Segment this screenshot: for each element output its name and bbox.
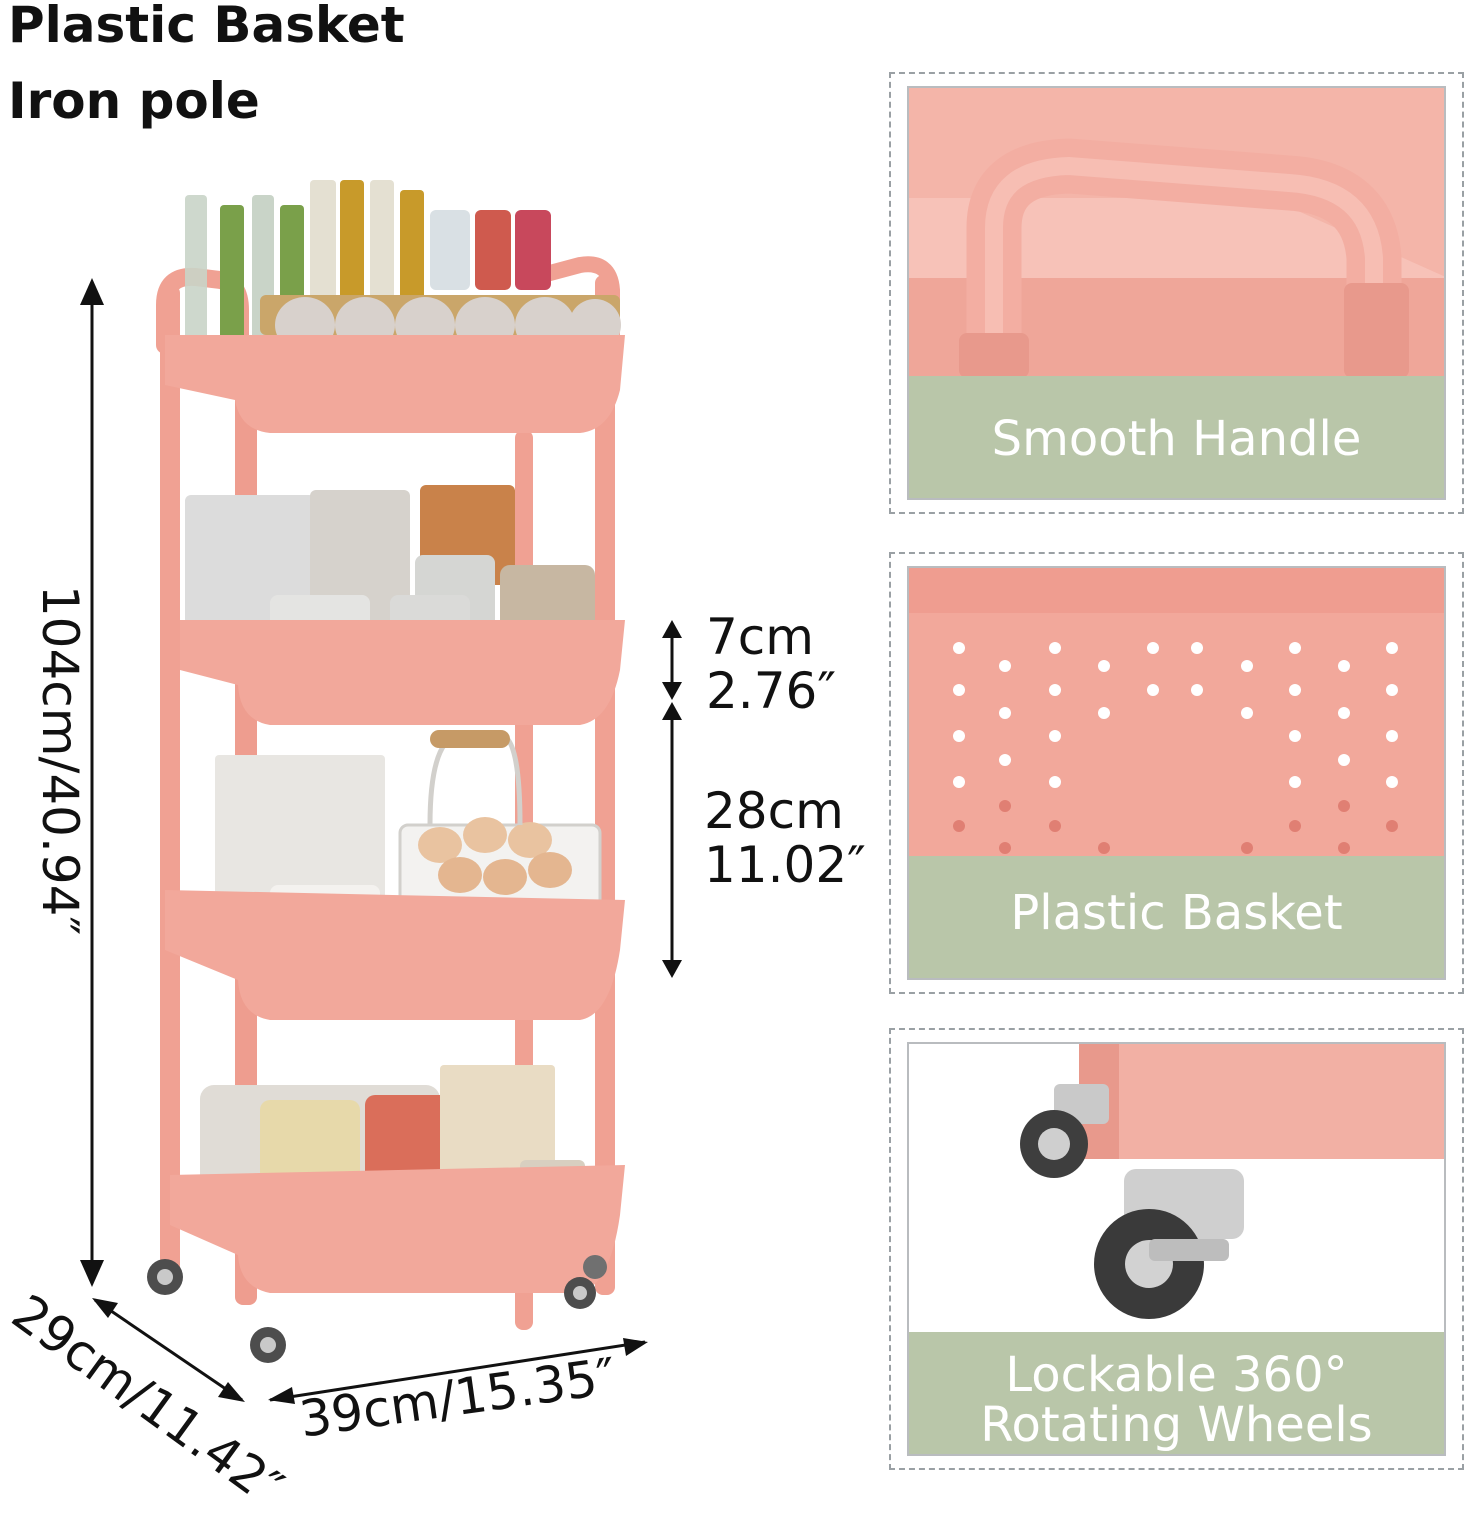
basket-bottom bbox=[170, 1165, 625, 1293]
basket-closeup-image bbox=[909, 568, 1444, 978]
caption-band-wheels bbox=[909, 1332, 1444, 1454]
feature-caption-basket: Plastic Basket bbox=[1010, 885, 1343, 941]
cart-handle-right bbox=[527, 256, 620, 363]
top-tier-contents bbox=[185, 180, 621, 353]
feature-image-handle: Smooth Handle bbox=[907, 86, 1446, 500]
wheel-back bbox=[1020, 1084, 1109, 1178]
basket-top bbox=[165, 335, 625, 433]
large-gap-in-label: 11.02″ bbox=[704, 836, 866, 894]
feature-image-basket: Plastic Basket bbox=[907, 566, 1446, 980]
feature-panel-basket: Plastic Basket bbox=[889, 552, 1464, 994]
width-arrow bbox=[269, 1340, 646, 1402]
handle-closeup-image bbox=[909, 88, 1444, 498]
basket-third bbox=[165, 890, 625, 1020]
cart-pole-front-left bbox=[160, 285, 180, 1285]
cart-pole-back-left bbox=[595, 275, 615, 1295]
small-gap-cm-label: 7cm bbox=[706, 608, 815, 666]
large-gap-cm-label: 28cm bbox=[704, 782, 844, 840]
wheel-front-lockable bbox=[1094, 1169, 1244, 1319]
cart-wheels bbox=[147, 1255, 607, 1363]
small-gap-in-label: 2.76″ bbox=[706, 662, 837, 720]
basket-hole-pattern bbox=[953, 642, 1398, 788]
caption-band-basket bbox=[909, 856, 1444, 978]
feature-panel-handle: Smooth Handle bbox=[889, 72, 1464, 514]
caption-band-handle bbox=[909, 376, 1444, 498]
basket-second bbox=[180, 620, 625, 725]
feature-caption-wheels-line-1: Lockable 360° bbox=[1005, 1347, 1348, 1403]
height-label: 104cm/40.94″ bbox=[31, 584, 89, 936]
feature-image-wheels: Lockable 360° Rotating Wheels bbox=[907, 1042, 1446, 1456]
feature-caption-handle: Smooth Handle bbox=[991, 411, 1362, 467]
feature-panel-wheels: Lockable 360° Rotating Wheels bbox=[889, 1028, 1464, 1470]
dimension-arrows bbox=[80, 278, 682, 1404]
feature-caption-wheels-line-2: Rotating Wheels bbox=[980, 1397, 1373, 1453]
headline-line-2: Iron pole bbox=[8, 72, 260, 130]
rolling-cart-image bbox=[147, 180, 625, 1363]
depth-arrow bbox=[94, 1298, 243, 1402]
wheels-closeup-image bbox=[909, 1044, 1444, 1454]
headline-line-1: Plastic Basket bbox=[8, 0, 405, 54]
